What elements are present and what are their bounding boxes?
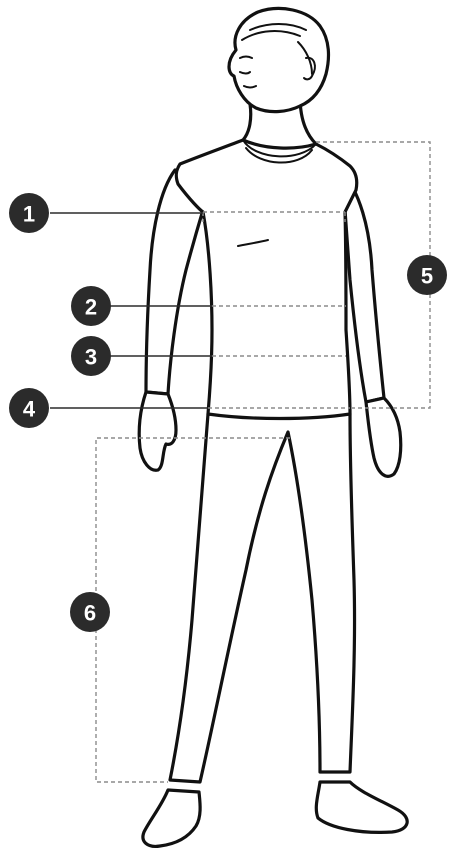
- left-foot: [143, 790, 200, 846]
- marker-badge-2: 2: [71, 286, 111, 326]
- marker-badge-1: 1: [9, 193, 49, 233]
- right-foot: [316, 782, 407, 832]
- marker-label-2: 2: [85, 295, 97, 320]
- marker-label-5: 5: [421, 264, 433, 289]
- right-hand: [366, 398, 401, 476]
- marker-badge-6: 6: [70, 592, 110, 632]
- human-figure-illustration: [139, 8, 407, 846]
- left-hand: [139, 392, 176, 470]
- legs-outline: [170, 414, 355, 782]
- marker-badge-5: 5: [407, 255, 447, 295]
- marker-label-1: 1: [23, 202, 35, 227]
- torso-shirt: [176, 140, 356, 419]
- marker-badge-3: 3: [71, 336, 111, 376]
- marker-label-3: 3: [85, 345, 97, 370]
- marker-label-4: 4: [23, 397, 36, 422]
- marker-label-6: 6: [84, 601, 96, 626]
- marker-badge-4: 4: [9, 388, 49, 428]
